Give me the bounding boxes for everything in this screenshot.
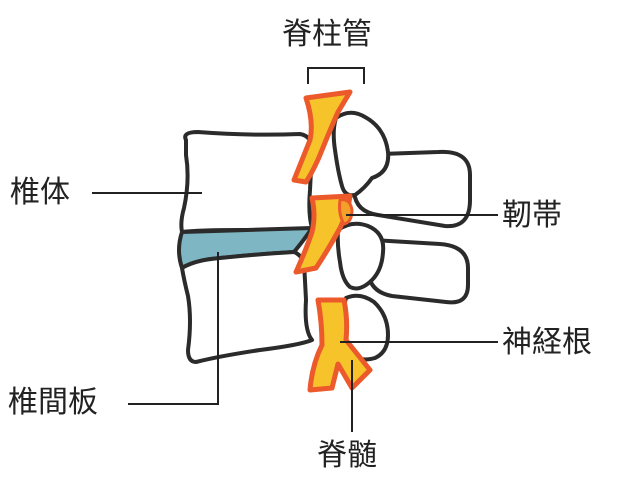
lower-spinous-process — [366, 238, 470, 305]
middle-lamina — [335, 221, 386, 291]
upper-lamina — [331, 110, 391, 198]
label-vertebral-body: 椎体 — [10, 175, 70, 210]
label-spinal-cord: 脊髄 — [317, 438, 377, 473]
label-spinal-canal: 脊柱管 — [282, 17, 372, 52]
disc-leader — [128, 252, 219, 405]
spinal-canal-bracket — [307, 67, 365, 84]
upper-nerve — [291, 89, 353, 185]
label-nerve-root: 神経根 — [502, 325, 592, 360]
lower-vertebral-body — [180, 250, 314, 364]
lower-nerve — [307, 297, 373, 393]
ligament — [338, 198, 354, 226]
label-ligament: 靭帯 — [502, 198, 562, 233]
upper-vertebral-body — [179, 130, 314, 234]
label-intervertebral-disc: 椎間板 — [8, 385, 98, 420]
